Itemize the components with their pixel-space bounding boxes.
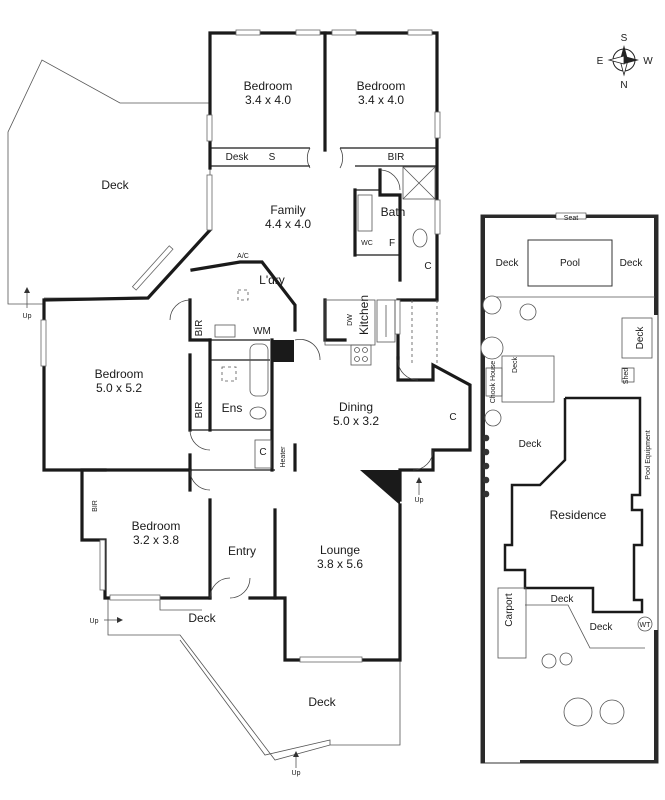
desk-label: Desk bbox=[226, 152, 250, 163]
residence-label: Residence bbox=[550, 508, 607, 522]
bedroom-ne-right-dims: 3.4 x 4.0 bbox=[358, 93, 404, 107]
bir-ensuite-label: BIR bbox=[194, 320, 205, 337]
ac-label: A/C bbox=[237, 253, 249, 260]
fridge-label: F bbox=[389, 238, 395, 249]
laundry-label: L'dry bbox=[259, 273, 285, 287]
entry-label: Entry bbox=[228, 544, 256, 558]
walls bbox=[42, 31, 472, 662]
main-plan-labels: Bedroom 3.4 x 4.0 Bedroom 3.4 x 4.0 Desk… bbox=[23, 79, 457, 777]
deck-front-label: Deck bbox=[590, 622, 614, 633]
pool-equipment-label: Pool Equipment bbox=[645, 430, 652, 479]
heater-label: Heater bbox=[280, 446, 287, 468]
up-dining-label: Up bbox=[415, 497, 424, 504]
deck-right-label: Deck bbox=[635, 326, 646, 350]
dining-dims: 5.0 x 3.2 bbox=[333, 414, 379, 428]
compass-south: S bbox=[621, 33, 628, 44]
compass: S N E W bbox=[597, 33, 654, 91]
bedroom-ne-left-name: Bedroom bbox=[244, 79, 293, 93]
deck-mid-label: Deck bbox=[512, 357, 519, 373]
windows bbox=[40, 29, 441, 663]
chook-house-label: Chook House bbox=[490, 361, 497, 404]
deck-bottom-label: Deck bbox=[308, 695, 336, 709]
ensuite-label: Ens bbox=[222, 401, 243, 415]
bir-master-label: BIR bbox=[194, 402, 205, 419]
dw-label: DW bbox=[347, 314, 354, 326]
fixtures bbox=[214, 166, 438, 469]
wt-label: WT bbox=[640, 622, 652, 629]
seat-label: Seat bbox=[564, 215, 578, 222]
kitchen-label: Kitchen bbox=[357, 295, 371, 335]
deck-west-label: Deck bbox=[101, 178, 129, 192]
fp-label: FP bbox=[371, 485, 383, 497]
bedroom-sw-dims: 3.2 x 3.8 bbox=[133, 533, 179, 547]
family-name: Family bbox=[270, 203, 305, 217]
bedroom-sw-name: Bedroom bbox=[132, 519, 181, 533]
compass-west: W bbox=[643, 56, 653, 67]
carport-label: Carport bbox=[504, 593, 515, 627]
family-dims: 4.4 x 4.0 bbox=[265, 217, 311, 231]
desk-s-label: S bbox=[269, 152, 276, 163]
site-plan: Seat Deck Pool Deck Deck Deck Chook Hous… bbox=[480, 212, 659, 764]
deck-south-label: Deck bbox=[188, 611, 216, 625]
lounge-dims: 3.8 x 5.6 bbox=[317, 557, 363, 571]
bedroom-ne-right-name: Bedroom bbox=[357, 79, 406, 93]
shed-label: Shed bbox=[623, 368, 630, 384]
trees bbox=[480, 295, 625, 727]
doors bbox=[169, 147, 434, 599]
bir-bed4-label: BIR bbox=[92, 500, 99, 512]
bedroom-ne-left-dims: 3.4 x 4.0 bbox=[245, 93, 291, 107]
pool-label: Pool bbox=[560, 258, 580, 269]
cupboard-heater-label: C bbox=[259, 447, 266, 458]
deck-carport-label: Deck bbox=[551, 594, 575, 605]
up-arrows bbox=[24, 287, 422, 768]
deck-pool-right-label: Deck bbox=[620, 258, 644, 269]
dining-name: Dining bbox=[339, 400, 373, 414]
up-bottom-label: Up bbox=[292, 770, 301, 777]
bedroom-master-name: Bedroom bbox=[95, 367, 144, 381]
bedroom-master-dims: 5.0 x 5.2 bbox=[96, 381, 142, 395]
cupboard-dining-label: C bbox=[449, 412, 456, 423]
lounge-name: Lounge bbox=[320, 543, 360, 557]
up-south-west-label: Up bbox=[90, 618, 99, 625]
bath-label: Bath bbox=[381, 205, 406, 219]
compass-east: E bbox=[597, 56, 604, 67]
compass-north: N bbox=[620, 80, 627, 91]
deck-residence-label: Deck bbox=[519, 439, 543, 450]
wm-label: WM bbox=[253, 326, 271, 337]
up-west-label: Up bbox=[23, 313, 32, 320]
wc-label: WC bbox=[361, 240, 373, 247]
deck-pool-left-label: Deck bbox=[496, 258, 520, 269]
cupboard-bath-label: C bbox=[424, 261, 431, 272]
bir-top-label: BIR bbox=[388, 152, 405, 163]
